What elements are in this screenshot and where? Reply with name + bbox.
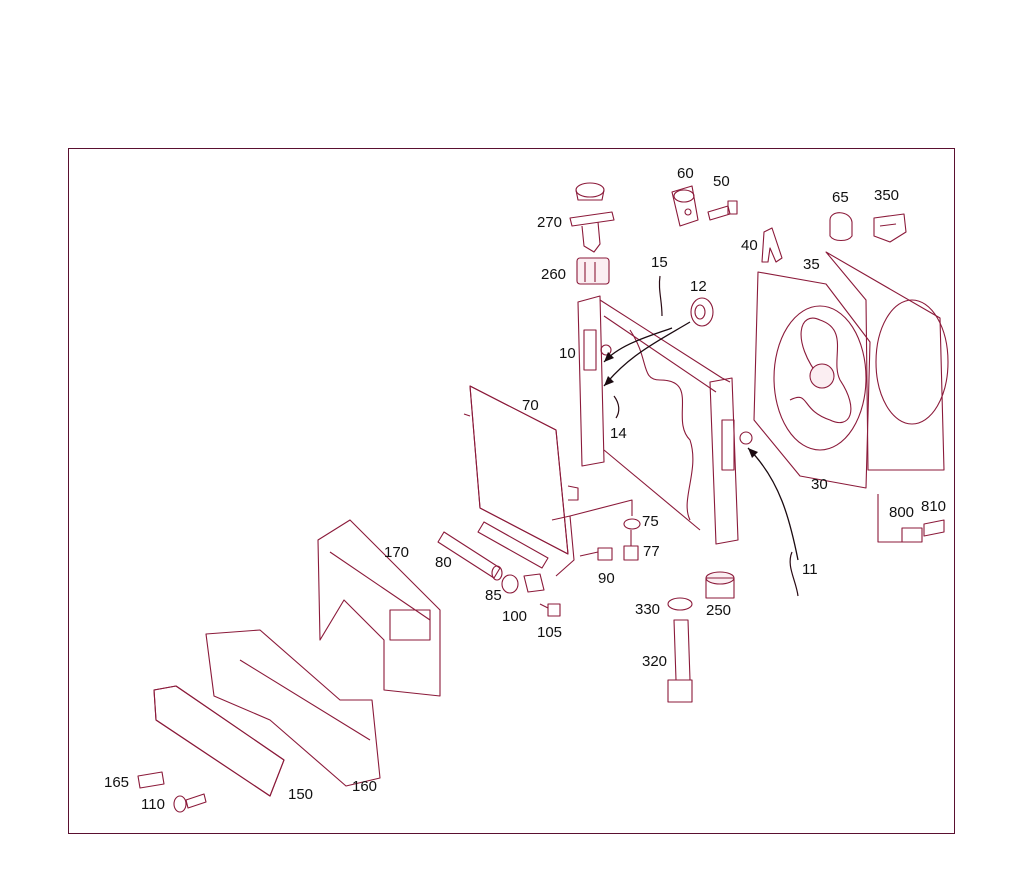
part-350-clip bbox=[873, 213, 907, 243]
part-150-intercooler bbox=[153, 685, 285, 797]
part-40-clip bbox=[761, 227, 783, 263]
part-170-air-duct bbox=[317, 519, 441, 697]
part-77-bolt bbox=[623, 530, 639, 561]
callout-320: 320 bbox=[642, 653, 668, 670]
part-85-o-ring bbox=[501, 574, 519, 594]
callout-100: 100 bbox=[502, 608, 528, 625]
part-10-radiator bbox=[577, 295, 753, 545]
part-330-cap bbox=[667, 597, 693, 611]
part-320-drain-plug bbox=[667, 619, 693, 703]
callout-30: 30 bbox=[811, 476, 828, 493]
callout-15: 15 bbox=[651, 254, 668, 271]
callout-170: 170 bbox=[384, 544, 410, 561]
part-14-hose bbox=[613, 395, 620, 419]
part-165-clip bbox=[137, 771, 165, 789]
part-75-washer bbox=[623, 518, 641, 530]
callout-12: 12 bbox=[690, 278, 707, 295]
part-160-air-duct bbox=[205, 629, 381, 787]
callout-110: 110 bbox=[141, 796, 165, 813]
callout-105: 105 bbox=[537, 624, 563, 641]
callout-800: 800 bbox=[889, 504, 915, 521]
callout-50: 50 bbox=[713, 173, 730, 190]
callout-90: 90 bbox=[598, 570, 615, 587]
callout-270: 270 bbox=[537, 214, 563, 231]
callout-350: 350 bbox=[874, 187, 900, 204]
callout-70: 70 bbox=[522, 397, 539, 414]
callout-250: 250 bbox=[706, 602, 732, 619]
callout-260: 260 bbox=[541, 266, 567, 283]
part-30-fan-assembly bbox=[753, 271, 871, 489]
part-60-bracket bbox=[671, 185, 699, 227]
callout-40: 40 bbox=[741, 237, 758, 254]
callout-14: 14 bbox=[610, 425, 627, 442]
part-50-bolt bbox=[707, 200, 738, 221]
part-90-bolt bbox=[579, 547, 613, 561]
part-80-drier bbox=[437, 521, 549, 581]
part-100-bracket bbox=[523, 573, 545, 593]
part-270-rivet bbox=[569, 182, 615, 253]
part-15-hose bbox=[658, 275, 663, 317]
part-65-clip bbox=[829, 212, 853, 242]
part-35-fan-shroud bbox=[825, 251, 949, 471]
callout-330: 330 bbox=[635, 601, 661, 618]
part-12-grommet bbox=[690, 297, 714, 327]
callout-160: 160 bbox=[352, 778, 378, 795]
part-105-bolt bbox=[539, 603, 561, 617]
callout-165: 165 bbox=[104, 774, 130, 791]
callout-75: 75 bbox=[642, 513, 659, 530]
diagram-frame bbox=[68, 148, 955, 834]
callout-11: 11 bbox=[802, 561, 818, 578]
part-260-mount bbox=[576, 257, 610, 285]
part-250-cap bbox=[705, 571, 735, 599]
part-800-connector bbox=[877, 494, 923, 543]
callout-150: 150 bbox=[288, 786, 314, 803]
callout-85: 85 bbox=[485, 587, 502, 604]
callout-35: 35 bbox=[803, 256, 820, 273]
callout-10: 10 bbox=[559, 345, 576, 362]
callout-77: 77 bbox=[643, 543, 660, 560]
part-810-plug bbox=[923, 519, 945, 537]
part-110-bolt bbox=[173, 793, 207, 813]
leader-lines bbox=[603, 321, 799, 597]
callout-810: 810 bbox=[921, 498, 947, 515]
callout-60: 60 bbox=[677, 165, 694, 182]
callout-65: 65 bbox=[832, 189, 849, 206]
part-70-condenser bbox=[463, 385, 633, 577]
callout-80: 80 bbox=[435, 554, 452, 571]
